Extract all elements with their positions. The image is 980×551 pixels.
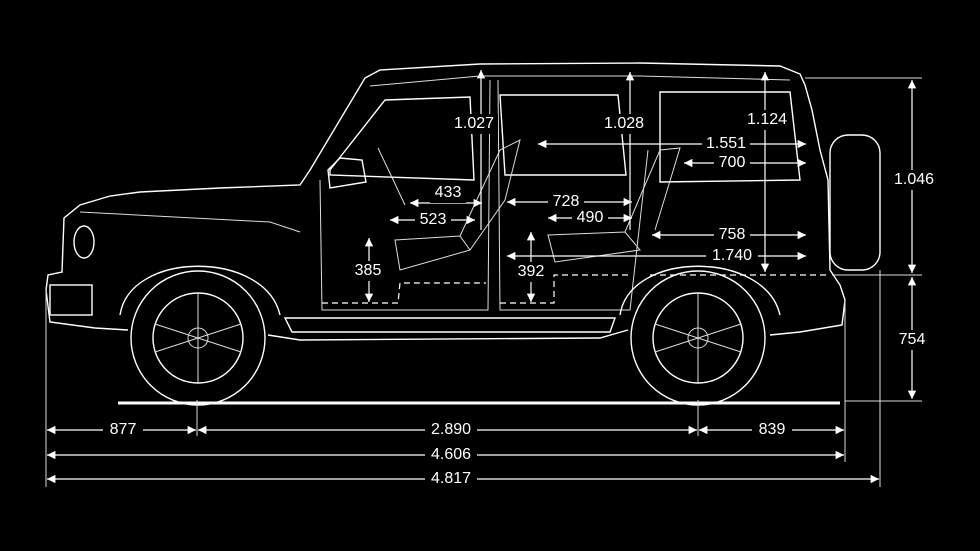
label-rear-height-lower: 754 — [899, 331, 926, 348]
front-wheel — [130, 270, 266, 406]
front-grille-lower — [49, 284, 93, 316]
front-door-window — [329, 96, 475, 181]
door-line-front — [319, 79, 491, 311]
extension-lines — [45, 77, 922, 487]
front-seat — [394, 139, 521, 271]
label-cargo-length-floor: 758 — [719, 226, 746, 243]
door-line-rear — [497, 79, 649, 311]
label-length-total: 4.817 — [431, 470, 471, 487]
label-wheelbase: 2.890 — [431, 421, 471, 438]
label-cargo-length-upper: 1.551 — [706, 135, 746, 152]
front-wheel-arch — [119, 265, 281, 316]
sill — [283, 317, 616, 333]
rear-floor-dashed — [500, 274, 630, 304]
headlight — [73, 225, 95, 259]
dimension-labels: 1.027 1.028 1.124 1.551 700 1.046 433 52… — [103, 110, 938, 489]
label-length-without-spare: 4.606 — [431, 446, 471, 463]
label-rear-height-upper: 1.046 — [894, 171, 934, 188]
label-cargo-length-max: 1.740 — [712, 247, 752, 264]
body-outline — [45, 62, 846, 341]
label-rear-legroom-a: 728 — [553, 193, 580, 210]
spare-wheel — [829, 134, 881, 271]
label-front-seat-height: 385 — [355, 262, 382, 279]
label-front-legroom-a: 433 — [435, 184, 462, 201]
label-headroom-rear: 1.124 — [747, 111, 787, 128]
rear-wheel — [630, 270, 766, 406]
label-rear-overhang: 839 — [759, 421, 786, 438]
label-headroom-front: 1.027 — [454, 115, 494, 132]
hood-line — [79, 211, 301, 233]
side-window — [659, 91, 801, 183]
steering-wheel — [377, 147, 406, 206]
label-front-legroom-b: 523 — [420, 211, 447, 228]
label-front-overhang: 877 — [110, 421, 137, 438]
label-headroom-middle: 1.028 — [604, 115, 644, 132]
label-cargo-length-top: 700 — [719, 154, 746, 171]
rear-wheel-arch — [619, 265, 781, 316]
label-rear-seat-height: 392 — [518, 263, 545, 280]
rear-door-window — [499, 94, 627, 176]
roof-line — [369, 75, 791, 87]
side-mirror — [327, 157, 367, 189]
label-rear-legroom-b: 490 — [577, 209, 604, 226]
front-floor-dashed — [322, 282, 486, 304]
